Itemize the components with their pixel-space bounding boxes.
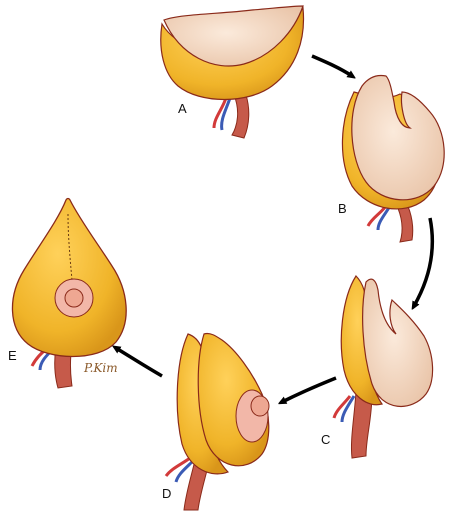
label-c: C [321,432,330,447]
label-e: E [8,348,17,363]
label-a: A [178,101,187,116]
pedicle-vein [220,97,232,131]
label-b: B [338,201,347,216]
arrow-d-to-e [116,348,163,378]
pedicle-muscle [231,94,250,139]
flap-stage-d: D [162,332,270,511]
skin-paddle [362,278,434,407]
flap-stage-c: C [321,275,434,459]
pedicle-artery [332,395,352,419]
nipple [64,288,84,308]
skin-paddle [351,74,445,201]
flap-stage-e: E P.Kim [8,197,127,389]
pedicle-artery [164,456,191,477]
nipple [250,395,270,417]
pedicle-vein [340,395,356,423]
arrow-a-to-b [311,54,352,76]
pedicle-artery [212,97,228,129]
pedicle-muscle [350,391,373,459]
suture-line [67,213,73,281]
artist-signature: P.Kim [83,361,118,375]
transition-arrows [116,54,434,402]
breast-mound [11,197,127,358]
arrow-c-to-d [282,376,337,402]
pedicle-muscle [395,201,414,243]
arrow-b-to-c [414,217,434,306]
label-d: D [162,486,171,501]
flap-stage-a: A [160,5,305,139]
skin-paddle [163,5,304,67]
flap-stage-b: B [338,74,445,243]
